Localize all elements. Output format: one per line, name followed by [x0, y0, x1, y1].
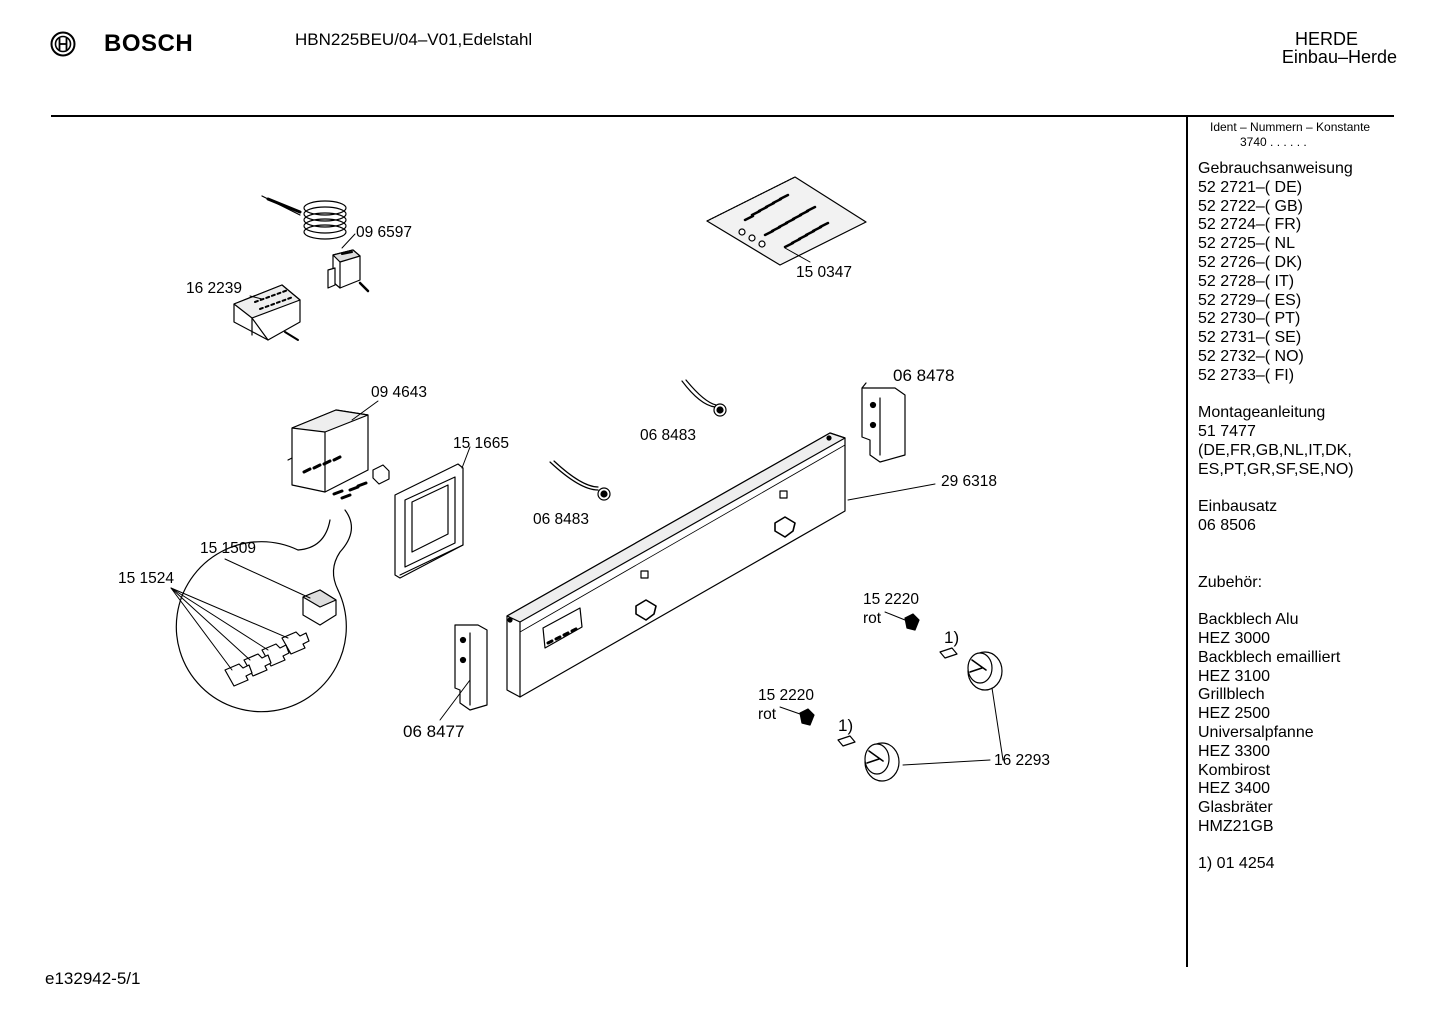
exploded-diagram: 09 6597 16 2239 15 0347 09 4643 15 1665 …	[118, 176, 1050, 782]
indicator-lamp-part	[681, 379, 727, 417]
kit-number: 06 8506	[1198, 517, 1256, 535]
detail-zoom	[175, 509, 352, 713]
accessory-item: HEZ 3100	[1198, 667, 1271, 685]
part-label: 15 1524	[118, 570, 174, 587]
manual-item: 52 2726–( DK)	[1198, 253, 1303, 271]
accessory-item: HEZ 3300	[1198, 742, 1271, 760]
accessories-heading: Zubehör:	[1198, 573, 1263, 591]
display-frame-part	[394, 463, 464, 579]
footnote-marker: 1)	[944, 628, 959, 647]
part-label: 29 6318	[941, 473, 997, 490]
accessory-item: HMZ21GB	[1198, 817, 1274, 835]
part-label: 15 1509	[200, 540, 256, 557]
control-panel-part	[506, 432, 846, 698]
knob-part	[904, 613, 1003, 691]
accessory-item: Glasbräter	[1198, 799, 1273, 817]
leader-lines	[170, 233, 1004, 766]
screw-bag-part	[706, 176, 867, 266]
footnote-marker: 1)	[838, 716, 853, 735]
accessory-item: Grillblech	[1198, 686, 1265, 704]
footnote: 1) 01 4254	[1198, 855, 1275, 873]
part-label: rot	[758, 706, 777, 723]
part-label: 16 2293	[994, 752, 1050, 769]
part-label: 15 2220	[758, 687, 814, 704]
document-code: e132942-5/1	[45, 969, 141, 988]
part-label: 15 1665	[453, 435, 509, 452]
indicator-lamp-part	[549, 460, 611, 501]
model-title: HBN225BEU/04–V01,Edelstahl	[295, 30, 533, 49]
manual-item: 52 2728–( IT)	[1198, 272, 1295, 290]
accessory-item: Backblech emailliert	[1198, 648, 1341, 666]
accessory-item: HEZ 3400	[1198, 780, 1271, 798]
part-label: 09 4643	[371, 384, 427, 401]
part-label: 15 0347	[796, 264, 852, 281]
manual-item: 52 2732–( NO)	[1198, 347, 1304, 365]
part-label: 06 8483	[640, 427, 696, 444]
knob-part	[799, 708, 900, 782]
part-label: rot	[863, 610, 882, 627]
manual-item: 52 2729–( ES)	[1198, 291, 1302, 309]
assembly-number: 51 7477	[1198, 423, 1256, 441]
manual-item: 52 2733–( FI)	[1198, 366, 1295, 384]
brand-name: BOSCH	[104, 30, 194, 57]
bracket-right-part	[861, 382, 906, 463]
part-label: 09 6597	[356, 224, 412, 241]
header-divider	[51, 115, 1394, 117]
terminal-block-part	[233, 284, 301, 341]
bosch-logo-icon	[50, 31, 76, 57]
sidebar-divider	[1186, 117, 1188, 967]
manual-item: 52 2722–( GB)	[1198, 197, 1303, 215]
clock-module-part	[287, 409, 390, 500]
part-label: 16 2239	[186, 280, 242, 297]
manual-heading: Gebrauchsanweisung	[1198, 160, 1353, 177]
accessory-item: Backblech Alu	[1198, 611, 1299, 629]
part-label: 06 8478	[893, 366, 954, 385]
sidebar-info: Gebrauchsanweisung 52 2721–( DE) 52 2722…	[1198, 160, 1354, 874]
accessory-item: HEZ 2500	[1198, 705, 1271, 723]
category-main: HERDE	[1294, 29, 1358, 49]
kit-heading: Einbausatz	[1198, 498, 1278, 516]
manual-item: 52 2721–( DE)	[1198, 178, 1303, 196]
part-label: 06 8483	[533, 511, 589, 528]
manual-item: 52 2725–( NL	[1198, 235, 1295, 253]
part-label: 15 2220	[863, 591, 919, 608]
ident-heading: Ident – Nummern – Konstante	[1210, 120, 1371, 134]
manual-item: 52 2730–( PT)	[1198, 310, 1301, 328]
brand: BOSCH	[50, 30, 193, 58]
accessory-item: HEZ 3000	[1198, 629, 1271, 647]
part-label: 06 8477	[403, 722, 464, 741]
ident-value: 3740 . . . . . .	[1240, 135, 1307, 149]
bracket-left-part	[454, 624, 488, 711]
category-sub: Einbau–Herde	[1281, 47, 1397, 67]
accessory-item: Universalpfanne	[1198, 723, 1314, 741]
manual-item: 52 2731–( SE)	[1198, 329, 1302, 347]
accessory-item: Kombirost	[1198, 761, 1271, 779]
manual-item: 52 2724–( FR)	[1198, 216, 1302, 234]
assembly-langs: ES,PT,GR,SF,SE,NO)	[1198, 460, 1354, 478]
thermostat-part	[261, 195, 370, 293]
assembly-heading: Montageanleitung	[1198, 404, 1326, 422]
assembly-langs: (DE,FR,GB,NL,IT,DK,	[1198, 441, 1352, 459]
